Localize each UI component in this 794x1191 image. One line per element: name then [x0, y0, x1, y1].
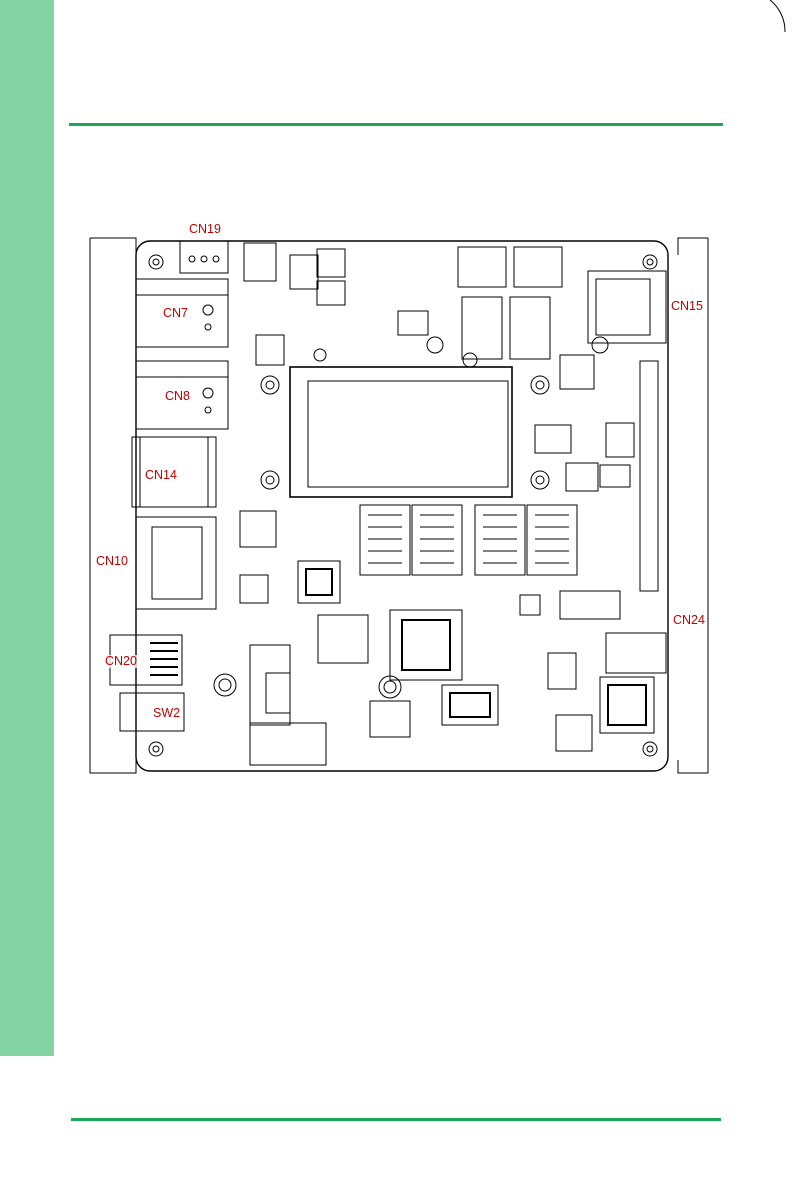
header-rule [69, 123, 723, 126]
label-cn19: CN19 [188, 223, 222, 236]
label-cn14: CN14 [144, 469, 178, 482]
label-cn10: CN10 [95, 555, 129, 568]
page-corner-arc [0, 0, 794, 40]
label-cn8: CN8 [164, 390, 191, 403]
footer-rule [71, 1118, 721, 1121]
label-cn20: CN20 [104, 655, 138, 668]
board-line-drawing [80, 215, 720, 780]
board-diagram: CN19 CN7 CN8 CN14 CN10 CN20 SW2 CN15 CN2… [80, 215, 720, 780]
label-cn7: CN7 [162, 307, 189, 320]
label-cn15: CN15 [670, 300, 704, 313]
chapter-side-tab [0, 0, 54, 1056]
label-cn24: CN24 [672, 614, 706, 627]
label-sw2: SW2 [152, 707, 181, 720]
